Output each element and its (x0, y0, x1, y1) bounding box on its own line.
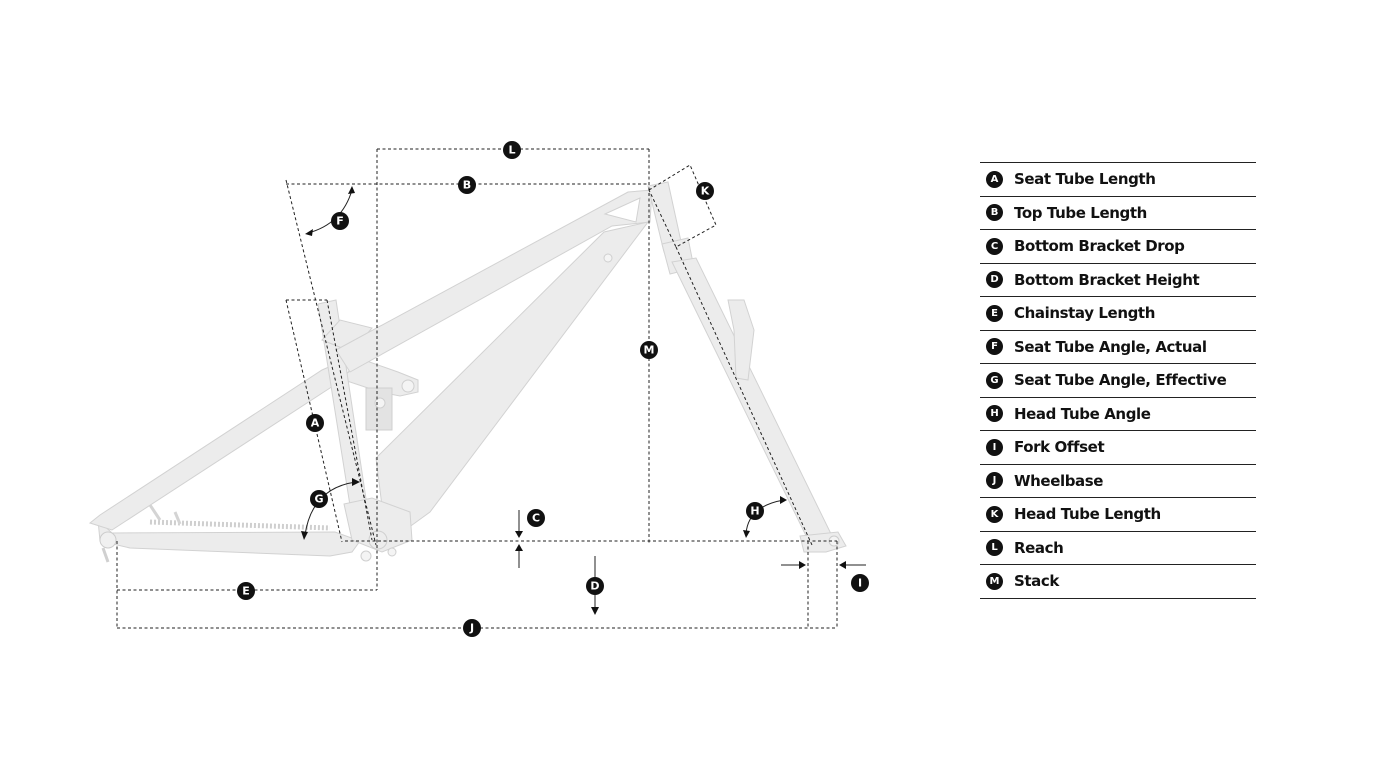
legend-label: Top Tube Length (1014, 203, 1147, 222)
legend-badge: J (986, 472, 1003, 490)
marker-m: M (640, 341, 658, 359)
svg-text:B: B (463, 179, 471, 192)
legend-row-reach: L Reach (980, 532, 1256, 565)
legend-label: Wheelbase (1014, 471, 1104, 490)
legend-row-wheelbase: J Wheelbase (980, 465, 1256, 498)
legend-label: Head Tube Angle (1014, 404, 1151, 423)
legend-badge: M (986, 572, 1003, 590)
svg-text:A: A (311, 417, 320, 430)
marker-b: B (458, 176, 476, 194)
legend-badge: B (986, 204, 1003, 222)
legend-label: Bottom Bracket Height (1014, 270, 1200, 289)
marker-g: G (310, 490, 328, 508)
svg-text:G: G (314, 493, 323, 506)
svg-text:C: C (532, 512, 540, 525)
svg-text:F: F (336, 215, 344, 228)
legend-row-bottom-bracket-height: D Bottom Bracket Height (980, 264, 1256, 297)
legend-badge: L (986, 539, 1003, 557)
legend-label: Seat Tube Length (1014, 170, 1156, 189)
svg-text:E: E (242, 585, 250, 598)
marker-e: E (237, 582, 255, 600)
bike-frame (88, 181, 847, 563)
legend-label: Bottom Bracket Drop (1014, 237, 1185, 256)
legend-row-seat-tube-length: A Seat Tube Length (980, 163, 1256, 197)
legend-badge: H (986, 405, 1003, 423)
marker-c: C (527, 509, 545, 527)
legend-row-chainstay-length: E Chainstay Length (980, 297, 1256, 331)
legend-badge: A (986, 170, 1003, 188)
legend-badge: D (986, 271, 1003, 289)
legend-label: Reach (1014, 538, 1064, 557)
legend-row-fork-offset: I Fork Offset (980, 431, 1256, 465)
legend-row-bottom-bracket-drop: C Bottom Bracket Drop (980, 230, 1256, 264)
legend-badge: C (986, 237, 1003, 255)
svg-text:J: J (469, 622, 474, 635)
legend-badge: K (986, 505, 1003, 523)
legend-row-stack: M Stack (980, 565, 1256, 599)
legend-row-seat-tube-angle-actual: F Seat Tube Angle, Actual (980, 331, 1256, 364)
legend-row-head-tube-angle: H Head Tube Angle (980, 398, 1256, 431)
svg-text:K: K (701, 185, 710, 198)
marker-i: I (851, 574, 869, 592)
svg-text:L: L (508, 144, 515, 157)
legend-label: Head Tube Length (1014, 505, 1161, 524)
legend-badge: I (986, 438, 1003, 456)
marker-j: J (463, 619, 481, 637)
svg-text:D: D (590, 580, 599, 593)
svg-text:I: I (858, 577, 862, 590)
legend-row-top-tube-length: B Top Tube Length (980, 197, 1256, 230)
legend-label: Fork Offset (1014, 438, 1105, 457)
legend-row-head-tube-length: K Head Tube Length (980, 498, 1256, 532)
legend-row-seat-tube-angle-effective: G Seat Tube Angle, Effective (980, 364, 1256, 398)
geometry-legend: A Seat Tube Length B Top Tube Length C B… (980, 162, 1256, 599)
dimension-lines (116, 148, 838, 629)
legend-label: Seat Tube Angle, Effective (1014, 371, 1227, 390)
legend-label: Stack (1014, 572, 1059, 591)
marker-a: A (306, 414, 324, 432)
legend-label: Chainstay Length (1014, 304, 1155, 323)
marker-d: D (586, 577, 604, 595)
legend-badge: F (986, 338, 1003, 356)
marker-l: L (503, 141, 521, 159)
marker-k: K (696, 182, 714, 200)
svg-text:H: H (750, 505, 759, 518)
marker-h: H (746, 502, 764, 520)
legend-badge: G (986, 371, 1003, 389)
marker-f: F (331, 212, 349, 230)
legend-label: Seat Tube Angle, Actual (1014, 337, 1207, 356)
legend-badge: E (986, 304, 1003, 322)
svg-text:M: M (644, 344, 655, 357)
